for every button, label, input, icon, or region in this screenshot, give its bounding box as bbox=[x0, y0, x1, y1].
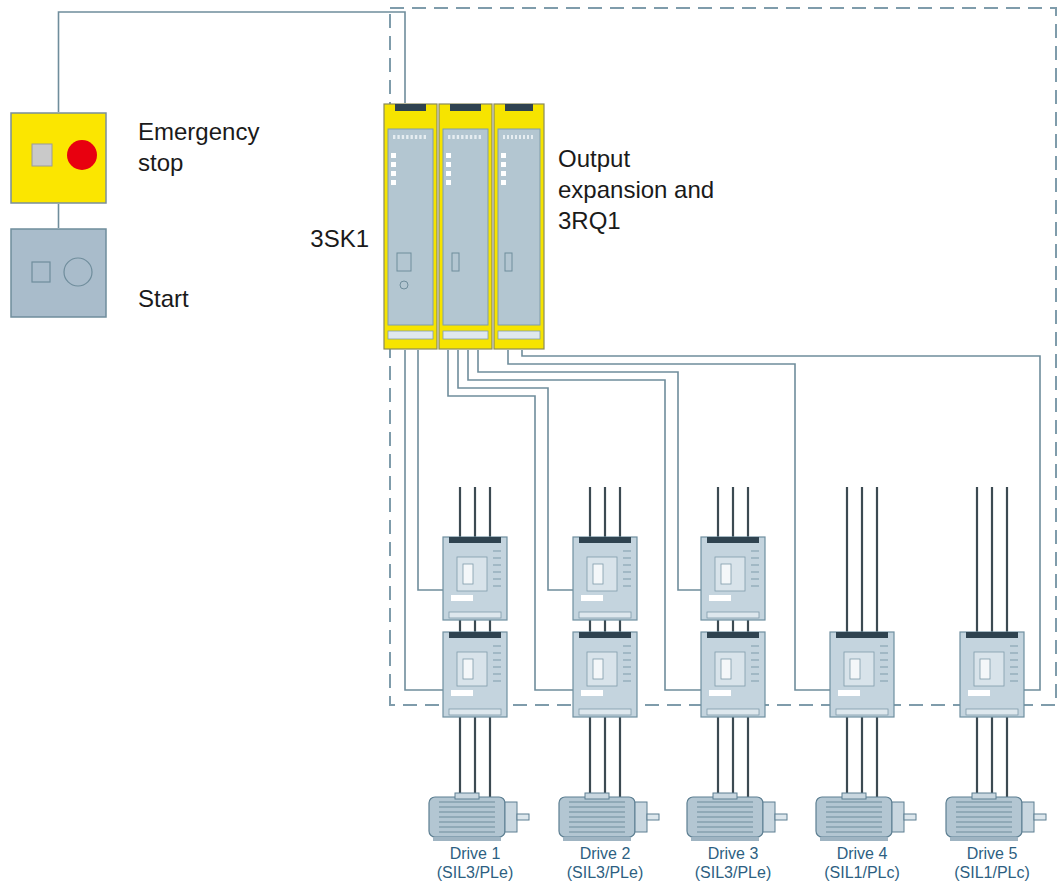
power-line bbox=[991, 487, 993, 632]
part-label: Start bbox=[138, 283, 258, 314]
drive-node: Drive 2 (SIL3/PLe) bbox=[545, 792, 665, 884]
power-line bbox=[589, 717, 591, 797]
power-line bbox=[747, 487, 749, 537]
contactor-symbol bbox=[573, 632, 637, 717]
power-line bbox=[604, 620, 606, 632]
power-line bbox=[1006, 487, 1008, 632]
output-expansion-modules bbox=[438, 103, 545, 350]
power-line bbox=[732, 620, 734, 632]
drive-label: Drive 2 (SIL3/PLe) bbox=[545, 844, 665, 882]
drive-node: Drive 3 (SIL3/PLe) bbox=[673, 792, 793, 884]
power-line bbox=[976, 487, 978, 632]
power-line bbox=[459, 487, 461, 537]
start-button bbox=[10, 228, 107, 318]
contactor-symbol bbox=[443, 632, 507, 717]
power-line bbox=[459, 620, 461, 632]
contactor-symbol bbox=[573, 537, 637, 620]
power-line bbox=[876, 717, 878, 797]
part-label: 3SK1 bbox=[295, 223, 369, 254]
safety-relay-module bbox=[383, 103, 438, 350]
control-wire bbox=[405, 350, 443, 690]
power-line bbox=[619, 620, 621, 632]
contactor-symbol bbox=[960, 632, 1024, 717]
power-line bbox=[589, 620, 591, 632]
control-wire bbox=[508, 350, 830, 690]
power-line bbox=[861, 717, 863, 797]
power-line bbox=[747, 620, 749, 632]
start-node: Start bbox=[10, 228, 107, 318]
m23-node: Output expansion and 3RQ1 bbox=[438, 103, 545, 350]
power-line bbox=[604, 717, 606, 797]
power-line bbox=[489, 620, 491, 632]
drive-label: Drive 4 (SIL1/PLc) bbox=[802, 844, 922, 882]
power-line bbox=[717, 487, 719, 537]
power-line bbox=[732, 717, 734, 797]
motor-symbol bbox=[545, 792, 665, 842]
safety-region-outline bbox=[390, 8, 1056, 705]
power-line bbox=[717, 620, 719, 632]
power-line bbox=[976, 717, 978, 797]
power-line bbox=[747, 717, 749, 797]
contactor-symbol bbox=[443, 537, 507, 620]
contactor-symbol bbox=[830, 632, 894, 717]
contactor-symbol bbox=[701, 632, 765, 717]
drive-label: Drive 3 (SIL3/PLe) bbox=[673, 844, 793, 882]
motor-symbol bbox=[802, 792, 922, 842]
power-line bbox=[732, 487, 734, 537]
power-line bbox=[459, 717, 461, 797]
motor-symbol bbox=[415, 792, 535, 842]
power-line bbox=[474, 717, 476, 797]
power-line bbox=[589, 487, 591, 537]
m1-node: 3SK1 bbox=[383, 103, 438, 350]
motor-symbol bbox=[673, 792, 793, 842]
contactor-symbol bbox=[701, 537, 765, 620]
drive-node: Drive 4 (SIL1/PLc) bbox=[802, 792, 922, 884]
power-line bbox=[876, 487, 878, 632]
drive-node: Drive 5 (SIL1/PLc) bbox=[932, 792, 1052, 884]
drive-label: Drive 5 (SIL1/PLc) bbox=[932, 844, 1052, 882]
power-line bbox=[474, 487, 476, 537]
power-line bbox=[846, 717, 848, 797]
power-line bbox=[474, 620, 476, 632]
power-line bbox=[619, 487, 621, 537]
estop-node: Emergency stop bbox=[10, 112, 107, 204]
power-line bbox=[846, 487, 848, 632]
power-line bbox=[861, 487, 863, 632]
power-line bbox=[717, 717, 719, 797]
drive-label: Drive 1 (SIL3/PLe) bbox=[415, 844, 535, 882]
power-line bbox=[991, 717, 993, 797]
control-wire bbox=[58, 204, 60, 228]
power-line bbox=[604, 487, 606, 537]
drive-node: Drive 1 (SIL3/PLe) bbox=[415, 792, 535, 884]
power-line bbox=[489, 487, 491, 537]
motor-symbol bbox=[932, 792, 1052, 842]
power-line bbox=[1006, 717, 1008, 797]
part-label: Emergency stop bbox=[138, 116, 298, 178]
control-wire bbox=[418, 350, 443, 590]
control-wire bbox=[59, 12, 406, 112]
emergency-stop-button bbox=[10, 112, 107, 204]
part-label: Output expansion and 3RQ1 bbox=[558, 143, 728, 237]
power-line bbox=[489, 717, 491, 797]
power-line bbox=[619, 717, 621, 797]
